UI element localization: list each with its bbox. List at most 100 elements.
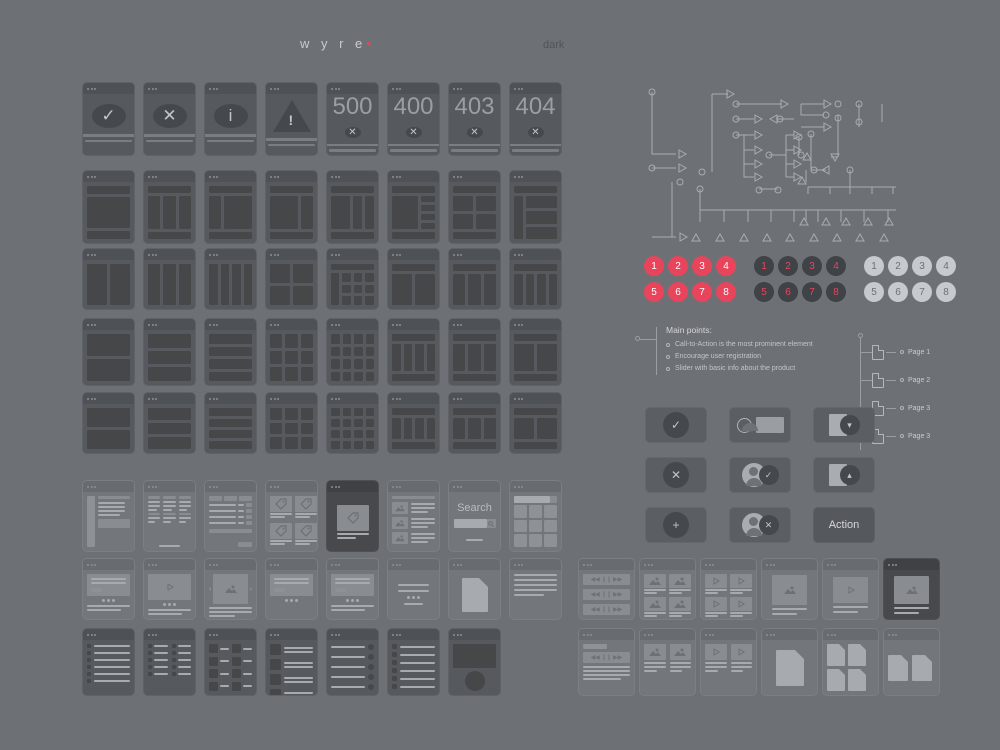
wireframe-card-article[interactable] (82, 480, 135, 552)
status-card-warning[interactable]: ! (265, 82, 318, 156)
wireframe-card-dense-grid[interactable] (326, 248, 379, 310)
wireframe-card-text-buttons[interactable] (265, 558, 318, 620)
wireframe-card-two-col-foot[interactable] (509, 392, 562, 454)
wireframe-card-sidebar-right[interactable] (265, 170, 318, 244)
badge-2[interactable]: 2 (668, 256, 688, 276)
wireframe-card-three-equal[interactable] (448, 248, 501, 310)
wireframe-card-carousel-card[interactable]: ‹ › (204, 558, 257, 620)
wireframe-card-three-col-equal[interactable] (143, 248, 196, 310)
badge-4[interactable]: 4 (716, 256, 736, 276)
wireframe-card-two-col-list[interactable] (143, 628, 196, 696)
status-card-404[interactable]: 404 ✕ (509, 82, 562, 156)
device-card-video-pair[interactable] (700, 628, 757, 696)
wireframe-card-text-card2[interactable] (326, 558, 379, 620)
badge-5[interactable]: 5 (644, 282, 664, 302)
wireframe-card-text-card[interactable] (82, 558, 135, 620)
wireframe-card-video-card[interactable] (143, 558, 196, 620)
device-card-photo-pair[interactable] (639, 628, 696, 696)
badge-6[interactable]: 6 (668, 282, 688, 302)
badge-5[interactable]: 5 (754, 282, 774, 302)
wireframe-card-three-row[interactable] (143, 392, 196, 454)
device-card-video-single[interactable] (822, 558, 879, 620)
badge-3[interactable]: 3 (692, 256, 712, 276)
wireframe-card-list-card[interactable] (509, 558, 562, 620)
wireframe-card-grid-16[interactable] (326, 392, 379, 454)
action-button[interactable]: Action (813, 507, 875, 543)
badge-1[interactable]: 1 (754, 256, 774, 276)
wireframe-card-nine-grid[interactable] (265, 318, 318, 386)
status-card-info[interactable]: i (204, 82, 257, 156)
badge-1[interactable]: 1 (864, 256, 884, 276)
device-card-photo-dark[interactable] (883, 558, 940, 620)
wireframe-card-simple-card[interactable] (387, 558, 440, 620)
device-card-photo-single[interactable] (761, 558, 818, 620)
wireframe-card-split-right[interactable] (326, 170, 379, 244)
wireframe-card-hero-stack[interactable] (82, 170, 135, 244)
wireframe-card-four-row[interactable] (204, 392, 257, 454)
wireframe-card-tag-grid[interactable] (265, 480, 318, 552)
wireframe-card-three-col[interactable] (143, 170, 196, 244)
wireframe-card-doc-card[interactable] (448, 558, 501, 620)
wireframe-card-split-two[interactable] (387, 248, 440, 310)
wireframe-card-icon-grid[interactable] (204, 628, 257, 696)
badge-5[interactable]: 5 (864, 282, 884, 302)
wireframe-card-two-col-wide[interactable] (82, 318, 135, 386)
doc-collapse-button[interactable]: ▴ (813, 457, 875, 493)
status-card-500[interactable]: 500 ✕ (326, 82, 379, 156)
wireframe-card-three-col-foot[interactable] (448, 392, 501, 454)
device-card-doc-pair[interactable] (883, 628, 940, 696)
wireframe-card-grid-16[interactable] (326, 318, 379, 386)
device-card-photo-grid[interactable] (639, 558, 696, 620)
wireframe-card-two-col[interactable] (82, 248, 135, 310)
badge-4[interactable]: 4 (826, 256, 846, 276)
badge-6[interactable]: 6 (888, 282, 908, 302)
wireframe-card-block-list[interactable] (387, 628, 440, 696)
badge-7[interactable]: 7 (692, 282, 712, 302)
wireframe-card-quad-grid[interactable] (265, 248, 318, 310)
wireframe-card-stacked-offset[interactable] (509, 170, 562, 244)
wireframe-card-four-col-thin[interactable] (387, 318, 440, 386)
device-card-player-list[interactable]: ◀◀ ❙❙ ▶▶◀◀ ❙❙ ▶▶◀◀ ❙❙ ▶▶ (578, 558, 635, 620)
badge-1[interactable]: 1 (644, 256, 664, 276)
status-card-400[interactable]: 400 ✕ (387, 82, 440, 156)
wireframe-card-three-row[interactable] (143, 318, 196, 386)
status-card-success[interactable]: ✓ (82, 82, 135, 156)
wireframe-card-two-col-foot[interactable] (509, 318, 562, 386)
device-card-player-single[interactable]: ◀◀ ❙❙ ▶▶ (578, 628, 635, 696)
wireframe-card-three-col-cards[interactable] (143, 480, 196, 552)
badge-3[interactable]: 3 (802, 256, 822, 276)
add-button[interactable]: + (645, 507, 707, 543)
badge-3[interactable]: 3 (912, 256, 932, 276)
badge-2[interactable]: 2 (778, 256, 798, 276)
badge-8[interactable]: 8 (826, 282, 846, 302)
wireframe-card-three-col-foot[interactable] (448, 318, 501, 386)
badge-8[interactable]: 8 (936, 282, 956, 302)
user-remove-button[interactable]: ✕ (729, 507, 791, 543)
wireframe-card-grid-mixed[interactable] (448, 170, 501, 244)
cancel-button[interactable]: ✕ (645, 457, 707, 493)
theme-label[interactable]: dark (543, 39, 565, 51)
device-card-document[interactable] (761, 628, 818, 696)
wireframe-card-list-right[interactable] (387, 170, 440, 244)
badge-8[interactable]: 8 (716, 282, 736, 302)
wireframe-card-icon-list[interactable] (265, 628, 318, 696)
badge-7[interactable]: 7 (912, 282, 932, 302)
badge-4[interactable]: 4 (936, 256, 956, 276)
wireframe-card-four-thin[interactable] (509, 248, 562, 310)
tree-node[interactable]: Page 1 (860, 338, 930, 366)
wireframe-card-thumb-grid[interactable] (509, 480, 562, 552)
wireframe-card-tag-feature[interactable] (326, 480, 379, 552)
badge-6[interactable]: 6 (778, 282, 798, 302)
wireframe-card-four-row[interactable] (204, 318, 257, 386)
wireframe-card-media-list[interactable] (387, 480, 440, 552)
wireframe-card-two-col-wide[interactable] (82, 392, 135, 454)
wireframe-card-sidebar-left[interactable] (204, 170, 257, 244)
wireframe-card-four-col[interactable] (204, 248, 257, 310)
device-card-video-grid[interactable] (700, 558, 757, 620)
wireframe-card-bullet-list[interactable] (82, 628, 135, 696)
user-list-button[interactable] (729, 407, 791, 443)
doc-expand-button[interactable]: ▾ (813, 407, 875, 443)
device-card-doc-grid[interactable] (822, 628, 879, 696)
wireframe-card-search[interactable]: Search (448, 480, 501, 552)
badge-2[interactable]: 2 (888, 256, 908, 276)
